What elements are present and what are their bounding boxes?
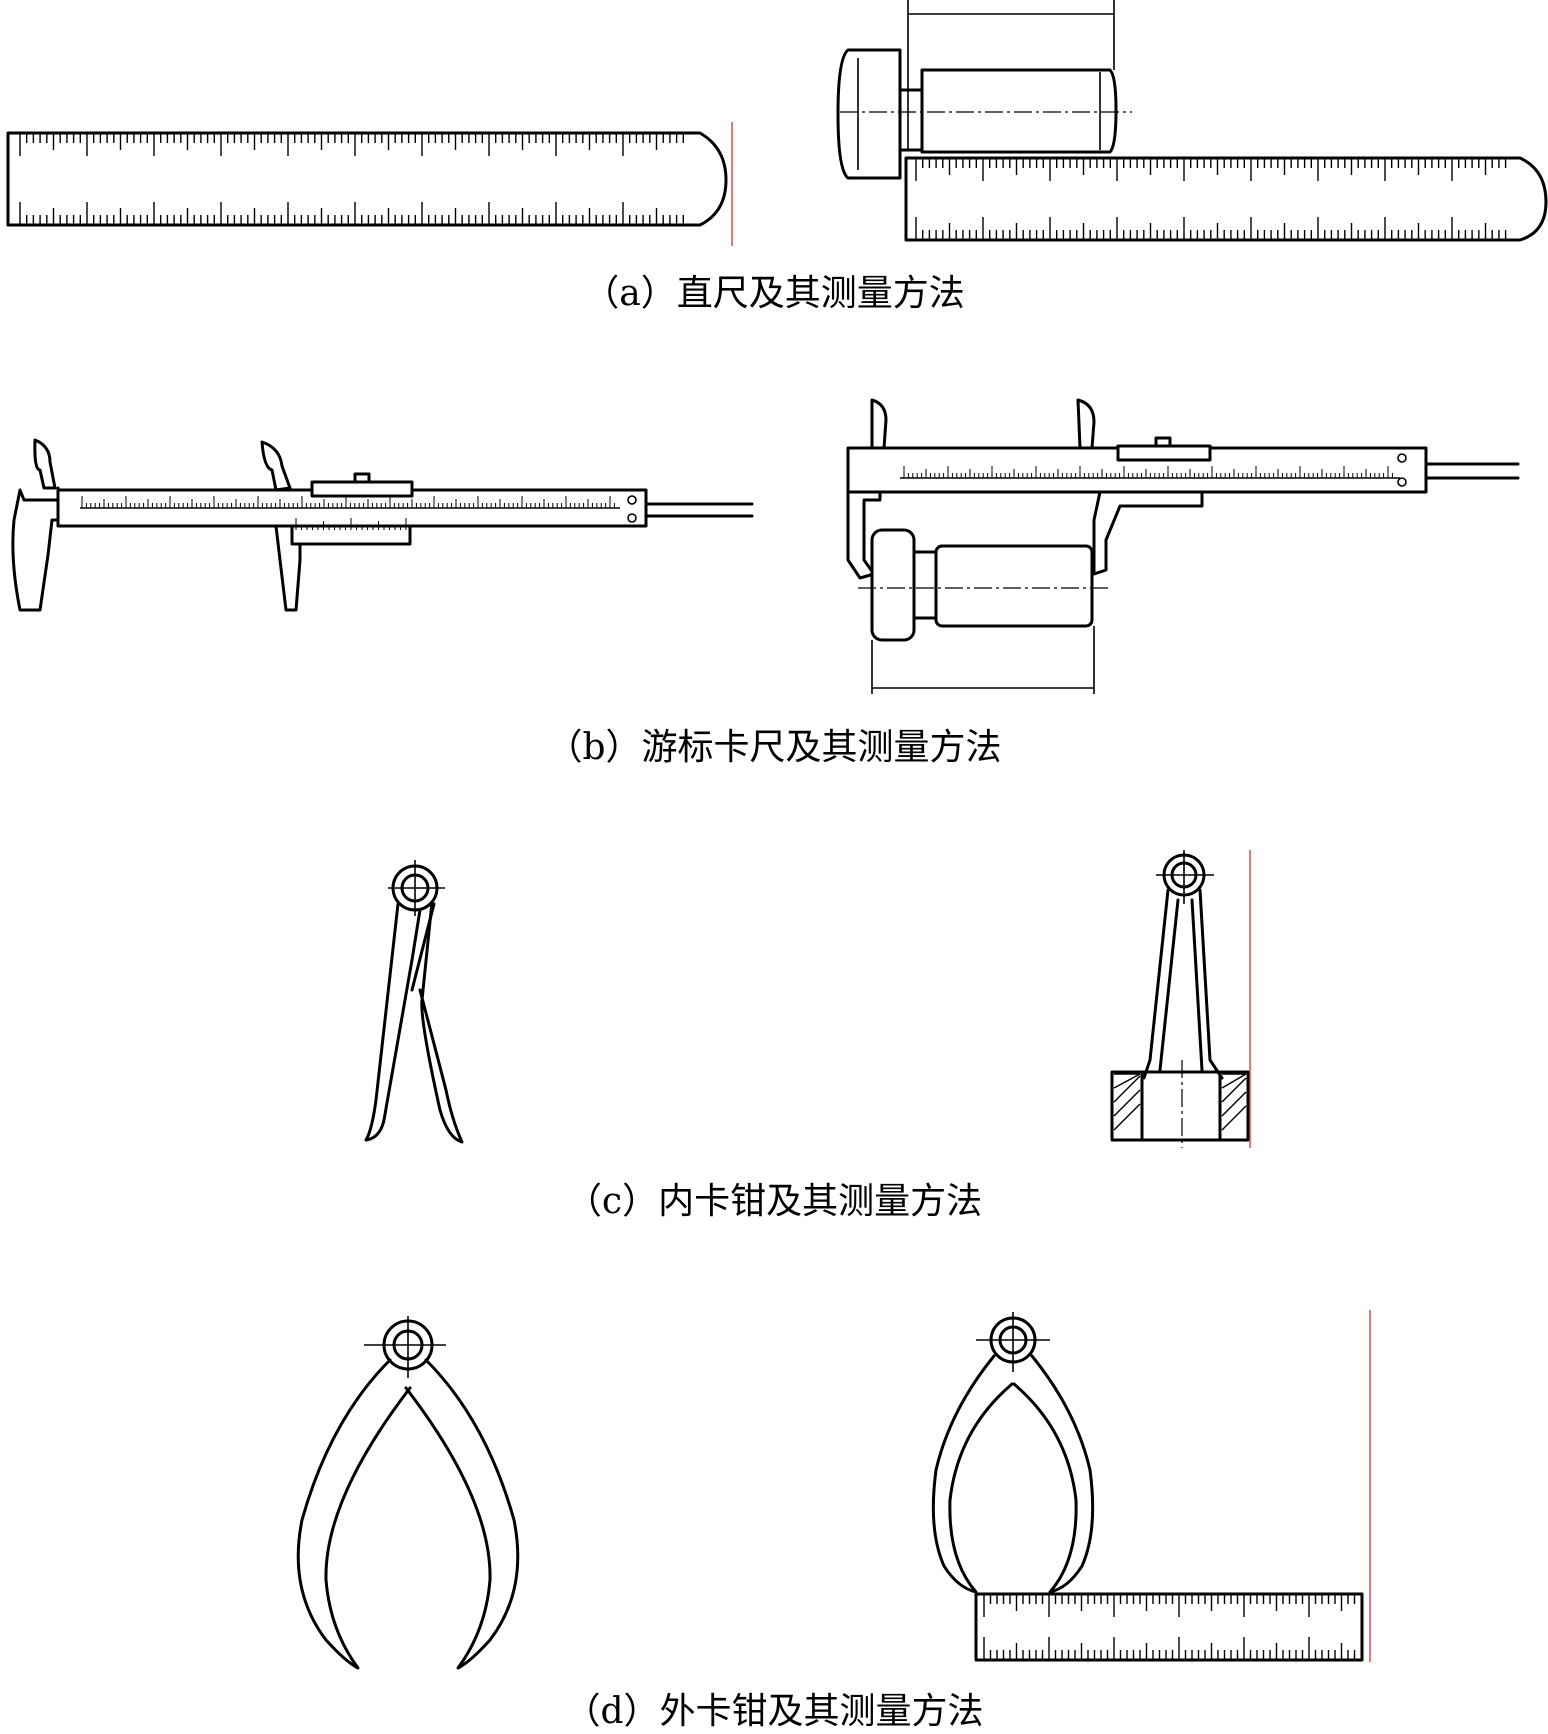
fig-a-ruler-left (6, 122, 733, 246)
fig-a-measure (836, 0, 1548, 242)
fig-d-outer-caliper (296, 1316, 520, 1670)
caption-a: （a）直尺及其测量方法 (583, 273, 965, 314)
caption-b: （b）游标卡尺及其测量方法 (546, 727, 1002, 768)
scale-tick (1113, 1103, 1141, 1131)
caption-d: （d）外卡钳及其测量方法 (564, 1691, 984, 1732)
fig-c-inner-caliper (364, 860, 464, 1144)
scale-tick (1221, 1091, 1247, 1117)
caption-c: （c）内卡钳及其测量方法 (565, 1181, 983, 1222)
scale-tick (1221, 1105, 1247, 1131)
scale-tick (1221, 1073, 1247, 1089)
scale-tick (1113, 1075, 1141, 1103)
fig-b-caliper-left (11, 438, 754, 612)
scale-tick (1221, 1077, 1247, 1103)
fig-d-measure (931, 1310, 1371, 1662)
fig-b-measure (846, 398, 1520, 694)
fig-c-measure (1110, 850, 1251, 1148)
scale-tick (1113, 1073, 1141, 1089)
scale-tick (1113, 1089, 1141, 1117)
